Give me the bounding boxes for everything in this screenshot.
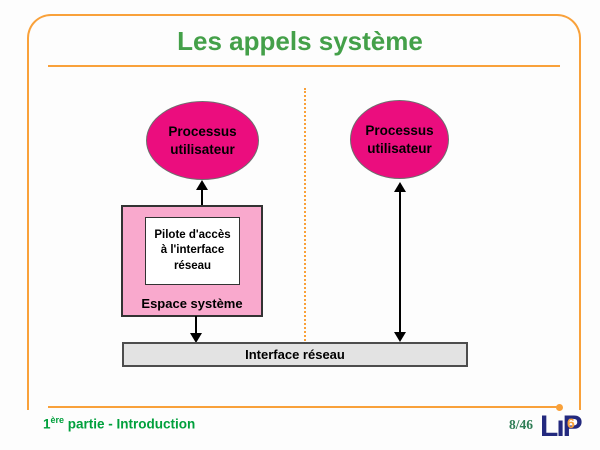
driver-label-line1: Pilote d'accès <box>154 228 231 241</box>
driver-label-line2: à l'interface <box>160 244 225 257</box>
arrow-shaft <box>201 188 203 205</box>
process-ellipse-left: Processus utilisateur <box>146 101 259 180</box>
driver-label-line3: réseau <box>173 259 212 272</box>
footer-section-label: 1ère partie - Introduction <box>43 415 195 432</box>
process-ellipse-right: Processus utilisateur <box>350 100 449 179</box>
process-label-line2: utilisateur <box>170 141 235 157</box>
arrowhead-down-icon <box>394 332 406 342</box>
lip6-logo-six: 6 <box>567 415 575 431</box>
driver-box: Pilote d'accès à l'interface réseau <box>145 217 240 285</box>
dashed-divider-line <box>304 88 306 345</box>
footer-section-number: 1 <box>43 416 51 432</box>
interface-network-label: Interface réseau <box>245 347 345 362</box>
arrow-box-to-interface <box>190 316 202 343</box>
arrow-shaft <box>195 316 197 335</box>
system-space-box: Pilote d'accès à l'interface réseau Espa… <box>121 205 263 317</box>
title-underline <box>48 65 560 67</box>
arrow-shaft <box>399 190 401 334</box>
arrowhead-down-icon <box>190 333 202 343</box>
page-number: 8/46 <box>508 417 533 432</box>
lip6-logo-dot-icon <box>556 404 563 411</box>
lip6-logo: LıP 6 <box>540 404 584 450</box>
arrow-box-to-process <box>196 180 208 205</box>
lip6-logo-letters: LıP <box>540 410 583 443</box>
footer-rule <box>48 406 560 408</box>
footer-section-rest: partie - Introduction <box>64 416 196 432</box>
arrow-process-to-interface-double <box>394 182 406 342</box>
system-space-label: Espace système <box>141 296 243 311</box>
process-label-line2: utilisateur <box>367 140 432 156</box>
process-label-line1: Processus <box>365 122 434 138</box>
slide-title: Les appels système <box>177 26 423 56</box>
footer-section-superscript: ère <box>50 415 65 425</box>
slide-frame-border <box>27 14 581 410</box>
arrowhead-up-icon <box>196 180 208 190</box>
process-label-line1: Processus <box>168 123 237 139</box>
interface-network-bar: Interface réseau <box>122 342 468 367</box>
arrowhead-up-icon <box>394 182 406 192</box>
